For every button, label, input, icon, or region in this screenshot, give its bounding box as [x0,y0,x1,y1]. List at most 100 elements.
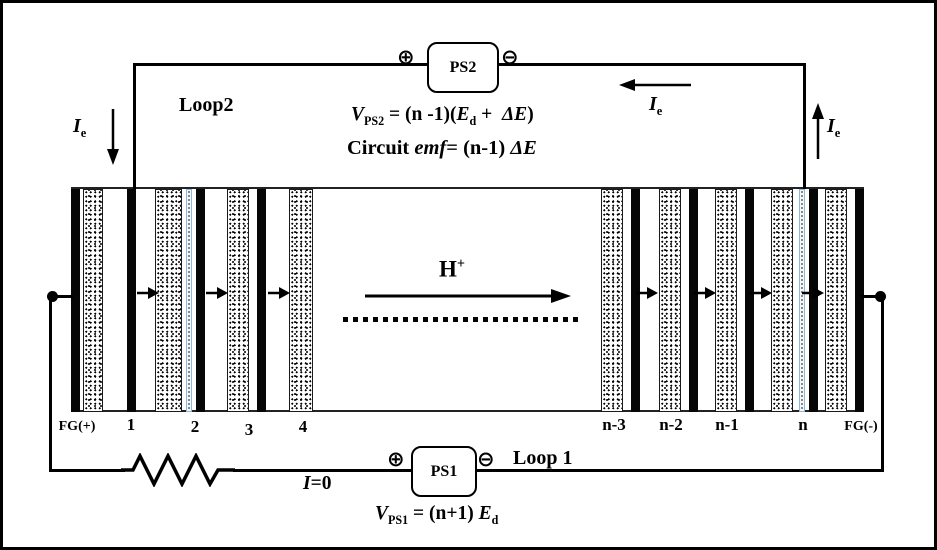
electron-current-down-arrow-icon [107,109,119,165]
eq-term-sub: d [469,113,477,128]
ps2-label: PS2 [449,58,477,76]
vps2-equation: VPS2 = (n -1)(Ed + ΔE) [351,104,534,129]
proton-flow-arrow-icon [365,289,571,303]
vps1-equation: VPS1 = (n+1) Ed [375,503,498,528]
loop1-bottom-wire-c [471,469,883,472]
membrane-bar [631,189,640,412]
ps2-plus-terminal: ⊕ [397,45,415,69]
electrode-label: n-2 [659,415,683,434]
eq-part: ) [527,104,534,125]
ie-subscript: e [834,126,841,140]
electrode-label: FG(-) [844,419,878,434]
electron-current-left-arrow-icon [619,79,691,91]
electrode-bar [601,189,623,412]
flow-arrow-icon [636,287,658,299]
electrode-bar [825,189,847,412]
eq-term: V [375,503,389,524]
membrane-bar [196,189,205,412]
blue-membrane-bar [799,189,805,412]
eq-part: = (n-1) [446,137,511,159]
ps1-box: PS1 [411,446,477,497]
eq-term: ΔE [501,104,528,125]
ie-label-top: Ie [649,93,662,119]
electrode-label: n [798,415,808,434]
loop1-bottom-wire-b [233,469,413,472]
ps1-plus-terminal: ⊕ [387,447,405,471]
dotted-path-line [343,317,579,322]
membrane-bar [127,189,136,412]
ps2-minus-terminal: ⊖ [501,45,519,69]
electrode-bar [715,189,737,412]
eq-term: ΔE [510,137,537,159]
ps1-label: PS1 [430,462,458,480]
loop1-right-stub-wire [861,295,885,298]
flow-arrow-icon [750,287,772,299]
ie-symbol: I [649,93,657,115]
eq-part: = (n+1) [408,503,479,524]
eq-term: I [303,473,311,494]
end-plate-negative [855,189,864,412]
membrane-bar [745,189,754,412]
eq-term: emf [414,137,447,159]
loop1-left-stub-wire [49,295,73,298]
electrode-label: 2 [190,417,200,436]
ps1-minus-terminal: ⊖ [477,447,495,471]
eq-term: E [478,503,492,524]
eq-part: =0 [310,473,332,494]
electrode-bar [289,189,313,412]
end-plate-positive [71,189,80,412]
eq-part: + [476,104,502,125]
flow-arrow-icon [268,287,290,299]
electrode-bar [83,189,103,412]
flow-arrow-icon [137,287,159,299]
flow-arrow-icon [802,287,824,299]
terminal-dot-left [47,291,58,302]
electrode-label: 4 [298,417,308,436]
eq-term-sub: d [491,512,499,527]
loop1-label: Loop 1 [513,447,573,469]
electrode-bar [227,189,249,412]
eq-term-sub: PS1 [388,512,409,527]
electrode-label: 3 [244,420,254,439]
resistor-icon [121,453,235,487]
loop2-left-wire [133,63,136,189]
eq-term: V [351,104,365,125]
electrode-label: 1 [126,415,136,434]
ie-subscript: e [656,104,663,118]
electron-current-up-arrow-icon [812,103,824,159]
ie-subscript: e [80,126,87,140]
loop1-left-wire [49,295,52,472]
loop2-right-wire [803,63,806,189]
ie-symbol: I [827,115,835,137]
terminal-dot-right [875,291,886,302]
membrane-bar [809,189,818,412]
ps2-box: PS2 [427,42,499,93]
electrode-bar [659,189,681,412]
ie-label-right: Ie [827,115,840,141]
eq-term-sub: PS2 [364,113,385,128]
hplus-label: H+ [439,256,465,283]
stack-bottom-rail [71,410,864,412]
ie-symbol: I [73,115,81,137]
membrane-bar [257,189,266,412]
blue-membrane-bar [186,189,192,412]
hplus-charge: + [456,256,466,272]
eq-term: E [456,104,470,125]
electrode-label: FG(+) [58,419,96,434]
electrode-label: n-3 [602,415,626,434]
eq-part: = (n -1)( [384,104,457,125]
stack-top-rail [71,187,864,189]
electrode-label: n-1 [715,415,739,434]
emf-equation: Circuit emf= (n-1) ΔE [347,137,537,160]
loop1-right-wire [881,295,884,472]
loop2-label: Loop2 [179,94,234,116]
electrode-bar [155,189,182,412]
loop1-bottom-wire-a [49,469,125,472]
ie-label-left: Ie [73,115,86,141]
membrane-bar [689,189,698,412]
flow-arrow-icon [206,287,228,299]
flow-arrow-icon [694,287,716,299]
hplus-symbol: H [439,256,457,282]
current-zero-label: I=0 [303,473,331,495]
